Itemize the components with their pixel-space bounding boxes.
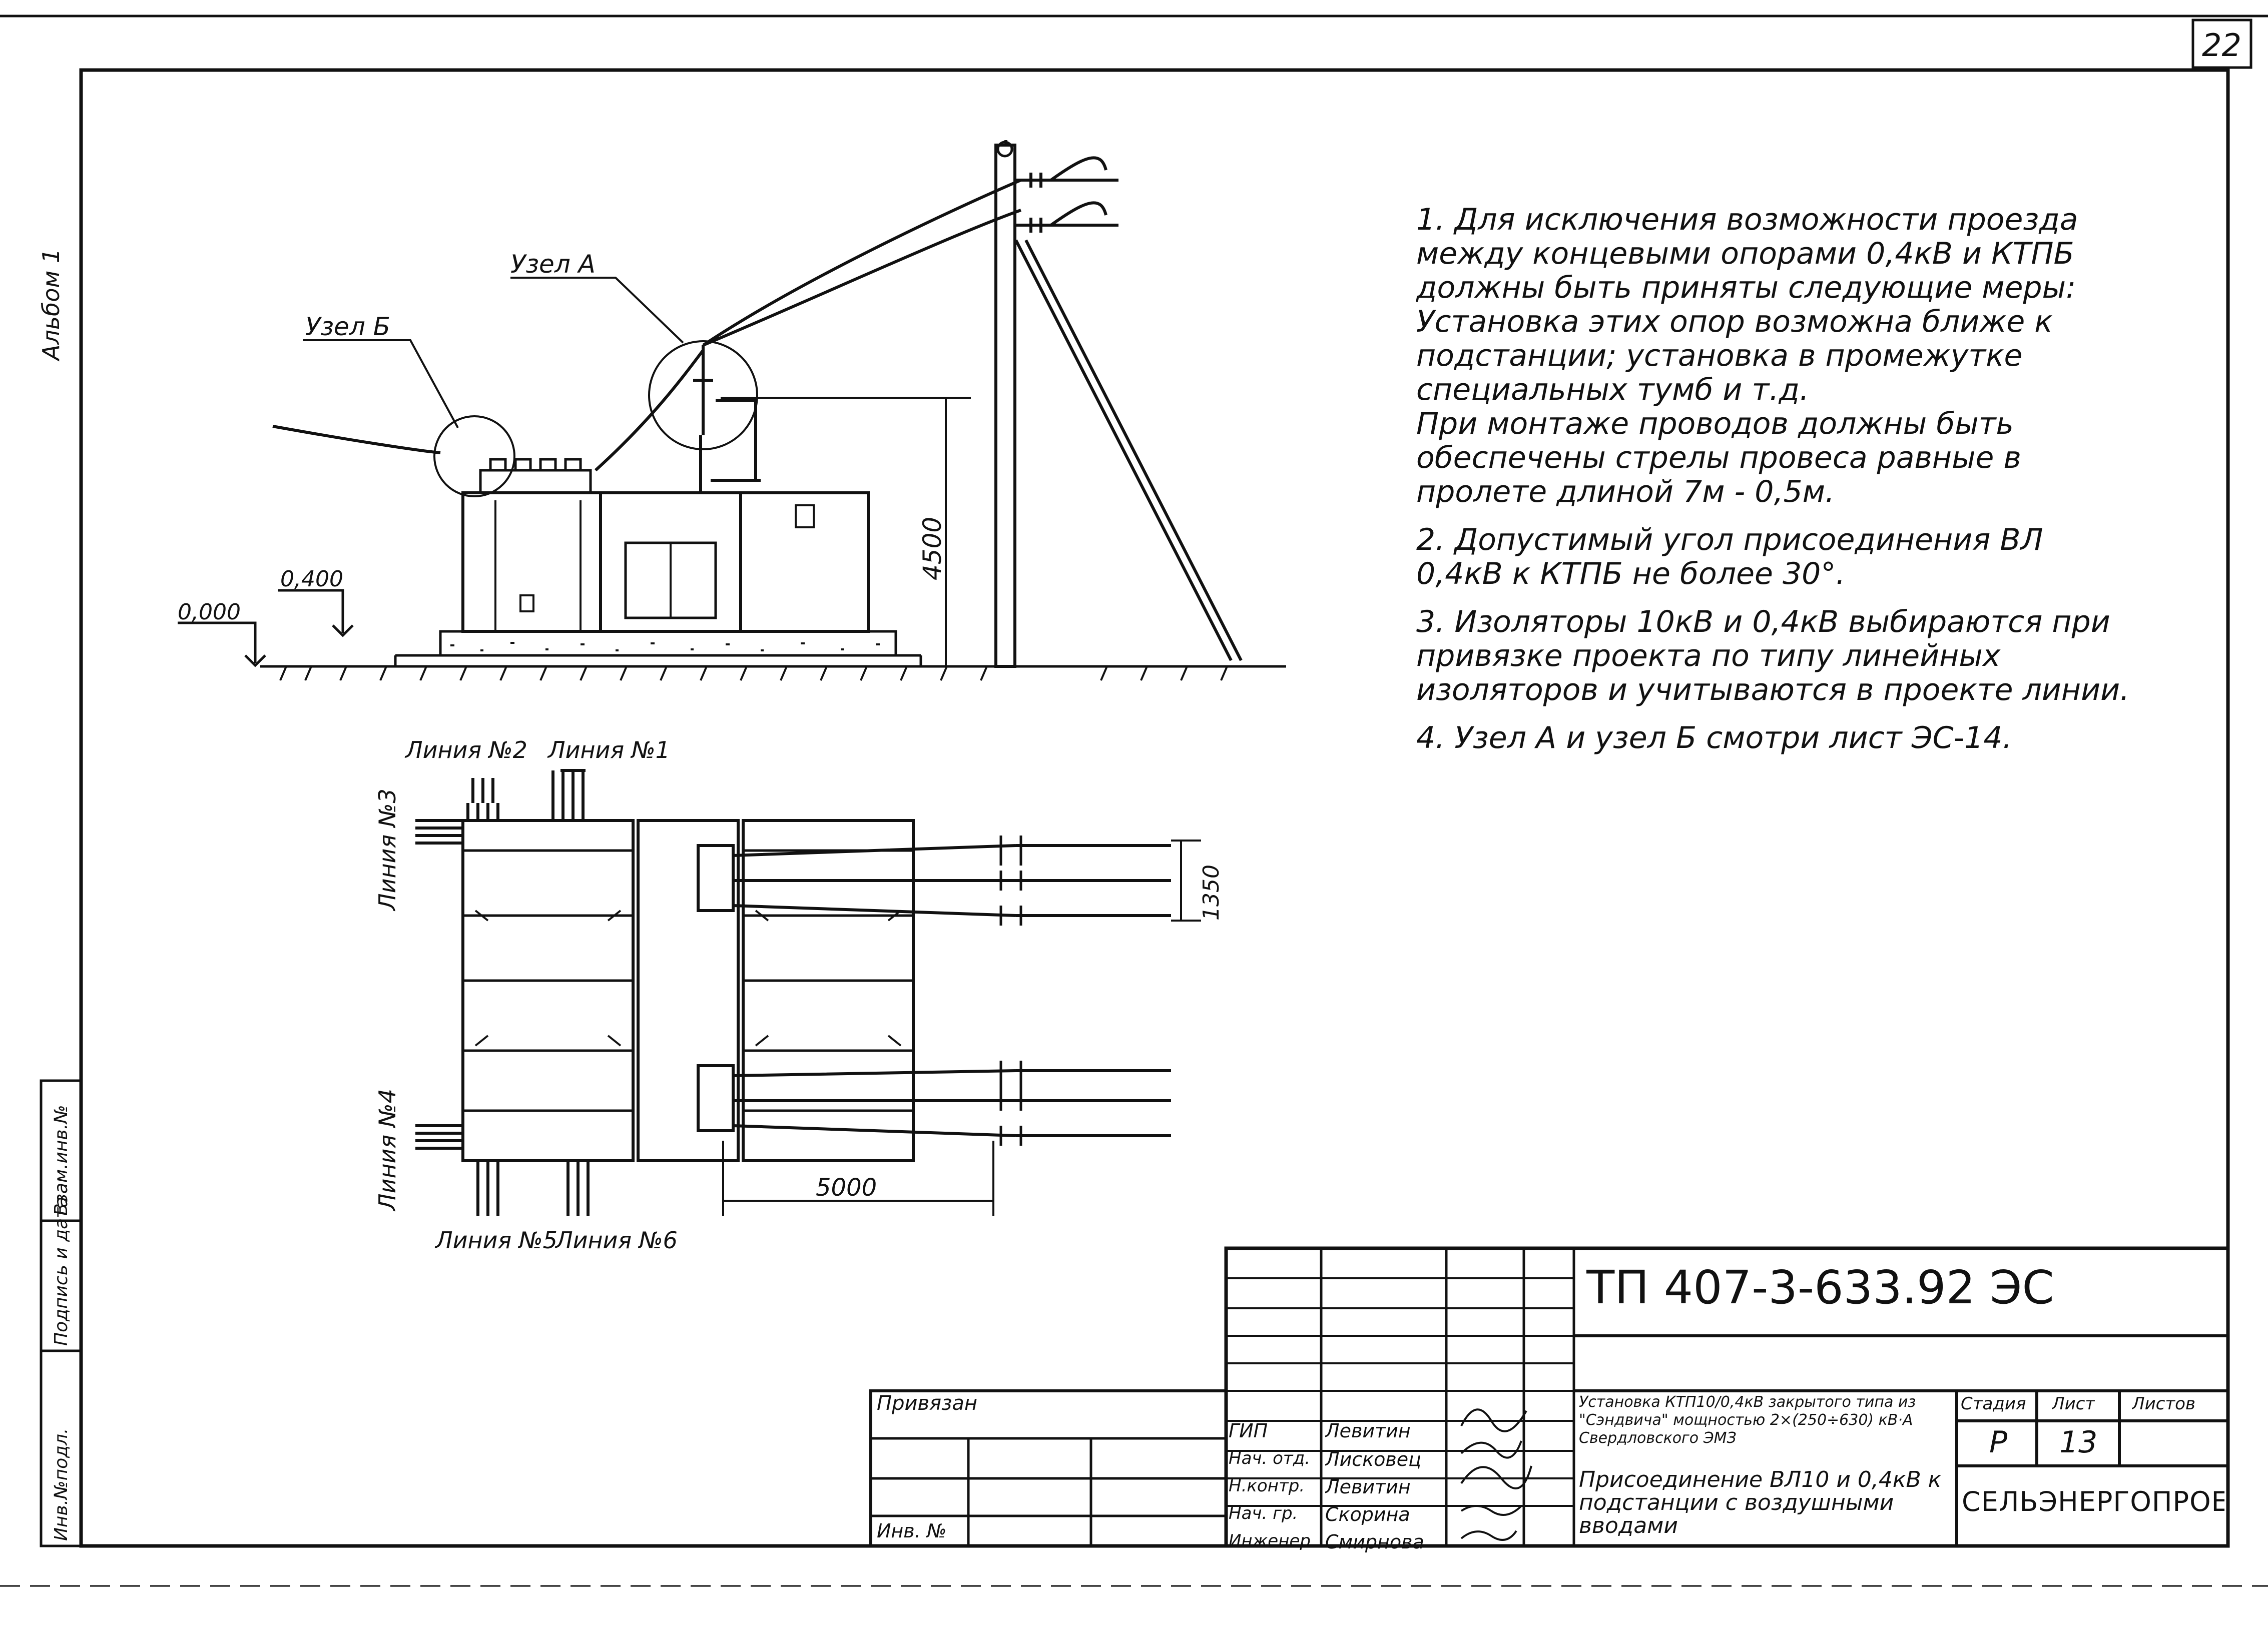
sheet-no-value: 13 bbox=[2059, 1425, 2098, 1460]
stage-label: Стадия bbox=[1961, 1394, 2026, 1414]
title-block-grid bbox=[869, 1246, 2230, 1548]
side-stamp-inv: Инв.№подл. bbox=[51, 1428, 72, 1541]
side-stamp-replace: Взам.инв.№ bbox=[51, 1105, 72, 1216]
role-group-head: Нач. гр. bbox=[1229, 1503, 1298, 1523]
name-norm-control: Левитин bbox=[1325, 1476, 1411, 1498]
height-dim-label: 4500 bbox=[918, 517, 947, 580]
line-2-label: Линия №2 bbox=[404, 736, 527, 763]
overhead-pole bbox=[994, 144, 1016, 668]
plan-lv bbox=[742, 819, 915, 1162]
role-engineer: Инженер bbox=[1229, 1531, 1311, 1551]
side-stamp bbox=[40, 1079, 83, 1547]
inv-no-label: Инв. № bbox=[877, 1520, 947, 1542]
sheet-label: Лист bbox=[2052, 1394, 2095, 1414]
doc-code: ТП 407-3-633.92 ЭС bbox=[1586, 1261, 2054, 1314]
organization: СЕЛЬЭНЕРГОПРОЕКТ bbox=[1962, 1486, 2224, 1517]
role-dept-head: Нач. отд. bbox=[1229, 1448, 1311, 1468]
line-5-label: Линия №5 bbox=[434, 1227, 557, 1254]
sheet-number-box bbox=[2191, 19, 2252, 69]
node-b-label: Узел Б bbox=[305, 312, 390, 341]
note-3: 3. Изоляторы 10кВ и 0,4кВ выбираются при… bbox=[1416, 604, 2130, 707]
plan-switchgear bbox=[637, 819, 740, 1162]
elevation-view bbox=[178, 140, 1286, 681]
level-zero-label: 0,000 bbox=[178, 599, 241, 625]
notes-block: 1. Для исключения возможности проезда ме… bbox=[1416, 203, 2132, 769]
line-4-label: Линия №4 bbox=[374, 1089, 401, 1212]
note-1: 1. Для исключения возможности проезда ме… bbox=[1416, 202, 2078, 509]
role-gip: ГИП bbox=[1229, 1420, 1268, 1442]
attached-label: Привязан bbox=[877, 1392, 978, 1415]
level-plinth-label: 0,400 bbox=[280, 566, 343, 592]
sheets-label: Листов bbox=[2132, 1394, 2196, 1414]
line-3-label: Линия №3 bbox=[374, 788, 401, 912]
line-6-label: Линия №6 bbox=[554, 1227, 678, 1254]
lv-module bbox=[739, 491, 870, 633]
name-gip: Левитин bbox=[1325, 1420, 1411, 1442]
dim-5000-label: 5000 bbox=[816, 1174, 877, 1202]
plan-view bbox=[415, 769, 1201, 1216]
foundation-slab bbox=[439, 630, 897, 657]
line-1-label: Линия №1 bbox=[547, 736, 670, 763]
sheet-title: Присоединение ВЛ10 и 0,4кВ к подстанции … bbox=[1579, 1468, 1942, 1538]
side-stamp-sign: Подпись и дата bbox=[51, 1197, 72, 1346]
plan-transformer bbox=[461, 819, 635, 1162]
sheet-number: 22 bbox=[2202, 27, 2241, 64]
name-dept-head: Лисковец bbox=[1325, 1448, 1422, 1470]
note-2: 2. Допустимый угол присоединения ВЛ 0,4к… bbox=[1416, 522, 2043, 591]
album-label: Альбом 1 bbox=[38, 249, 65, 362]
name-engineer: Смирнова bbox=[1325, 1531, 1424, 1553]
role-norm-control: Н.контр. bbox=[1229, 1476, 1305, 1496]
project-title: Установка КТП10/0,4кВ закрытого типа из … bbox=[1579, 1393, 1916, 1447]
node-b-circle bbox=[433, 415, 515, 497]
name-group-head: Скорина bbox=[1325, 1503, 1410, 1525]
stage-value: Р bbox=[1989, 1425, 2008, 1460]
node-a-label: Узел А bbox=[510, 250, 596, 279]
note-4: 4. Узел А и узел Б смотри лист ЭС-14. bbox=[1416, 720, 2012, 755]
node-a-circle bbox=[648, 340, 758, 450]
dim-1350-label: 1350 bbox=[1199, 865, 1224, 921]
